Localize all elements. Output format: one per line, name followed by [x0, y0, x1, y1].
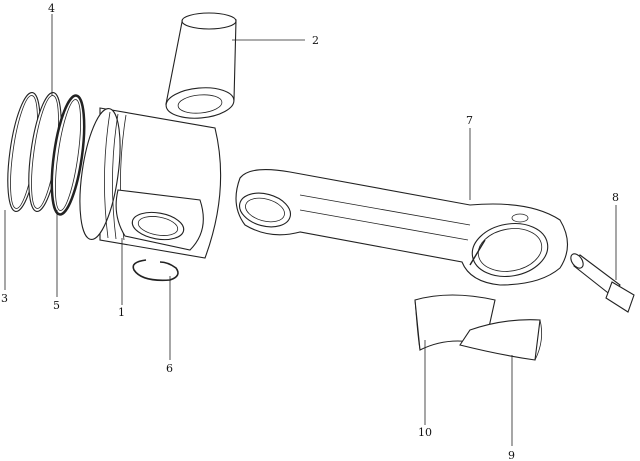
callout-1: 1	[118, 306, 125, 319]
callout-8: 8	[612, 191, 619, 204]
piston-pin	[165, 12, 237, 119]
callout-6: 6	[166, 362, 173, 375]
piston	[79, 107, 222, 259]
connecting-rod-bolt	[570, 253, 635, 313]
callout-10: 10	[418, 426, 432, 439]
callout-4: 4	[48, 2, 55, 15]
callout-3: 3	[1, 292, 8, 305]
bearing-shell-lower	[459, 319, 543, 361]
circlip	[132, 259, 179, 282]
callout-5: 5	[53, 299, 60, 312]
connecting-rod	[235, 169, 569, 286]
callout-2: 2	[312, 34, 319, 47]
leader-lines	[4, 14, 617, 446]
piston-ring-5	[50, 94, 86, 216]
callout-9: 9	[508, 449, 515, 461]
callout-7: 7	[466, 114, 473, 127]
